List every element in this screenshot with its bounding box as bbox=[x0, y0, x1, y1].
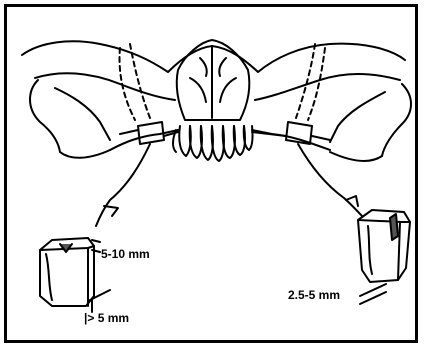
upper-teeth bbox=[173, 126, 253, 161]
sinus-dashed-right-2 bbox=[296, 44, 315, 118]
graft-block-left bbox=[40, 238, 94, 306]
zygoma-process-right bbox=[330, 92, 385, 142]
sinus-dashed-left bbox=[120, 48, 135, 120]
nasal-conchae-left bbox=[190, 78, 206, 102]
skull-outline bbox=[22, 41, 405, 72]
label-left-graft-height: 5-10 mm bbox=[101, 247, 150, 261]
orbit-line-left bbox=[35, 73, 175, 100]
label-left-graft-width: |> 5 mm bbox=[84, 311, 129, 325]
measure-line-right-height bbox=[360, 284, 386, 304]
jaw-line-left bbox=[96, 144, 150, 226]
label-right-graft-height: 2.5-5 mm bbox=[288, 288, 340, 302]
graft-block-right bbox=[358, 210, 410, 282]
nasal-conchae-right bbox=[220, 78, 236, 102]
nasal-detail-1 bbox=[200, 58, 207, 76]
sinus-dashed-left-2 bbox=[130, 44, 150, 118]
nasal-detail-2 bbox=[219, 58, 226, 76]
zygoma-process-left bbox=[55, 88, 110, 140]
sinus-floor-box-right bbox=[286, 122, 312, 144]
jaw-line-right bbox=[298, 144, 364, 218]
